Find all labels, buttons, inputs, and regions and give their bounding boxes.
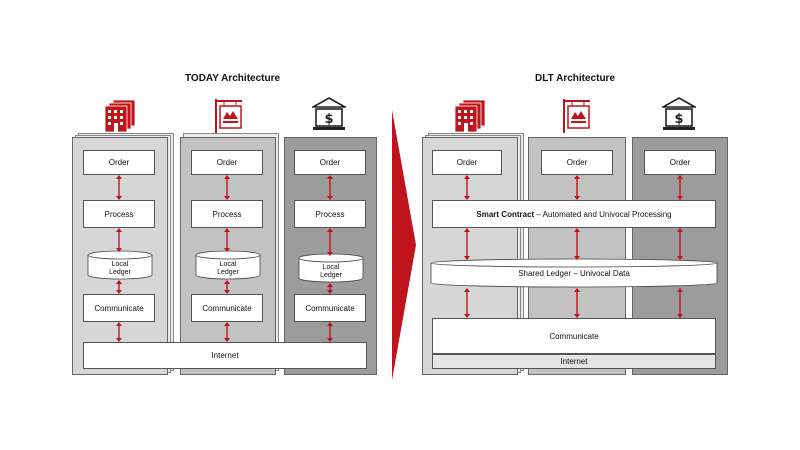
office-building-icon bbox=[104, 98, 137, 137]
double-arrow-icon bbox=[115, 322, 123, 342]
svg-text:$: $ bbox=[324, 112, 333, 127]
bank-dollar-icon: $ bbox=[309, 97, 349, 136]
today-communicate-box: Communicate bbox=[294, 294, 366, 322]
today-process-box: Process bbox=[83, 200, 155, 228]
double-arrow-icon bbox=[115, 228, 123, 252]
double-arrow-icon bbox=[326, 283, 334, 294]
double-arrow-icon bbox=[115, 175, 123, 200]
today-architecture-title: TODAY Architecture bbox=[185, 73, 281, 84]
dlt-shared-ledger: Shared Ledger – Univocal Data bbox=[430, 258, 718, 288]
transition-chevron-icon bbox=[392, 110, 416, 385]
today-order-box: Order bbox=[83, 150, 155, 175]
double-arrow-icon bbox=[463, 288, 471, 318]
double-arrow-icon bbox=[573, 228, 581, 260]
smart-contract-description: – Automated and Univocal Processing bbox=[534, 209, 672, 219]
double-arrow-icon bbox=[676, 228, 684, 260]
double-arrow-icon bbox=[115, 280, 123, 294]
double-arrow-icon bbox=[463, 175, 471, 200]
today-communicate-box: Communicate bbox=[191, 294, 263, 322]
double-arrow-icon bbox=[573, 288, 581, 318]
dlt-order-box: Order bbox=[541, 150, 613, 175]
double-arrow-icon bbox=[223, 280, 231, 294]
today-process-box: Process bbox=[191, 200, 263, 228]
double-arrow-icon bbox=[573, 175, 581, 200]
today-order-box: Order bbox=[191, 150, 263, 175]
today-local-ledger: Local Ledger bbox=[87, 250, 153, 280]
dlt-smart-contract-bar: Smart Contract – Automated and Univocal … bbox=[432, 200, 716, 228]
double-arrow-icon bbox=[223, 322, 231, 342]
dlt-order-box: Order bbox=[644, 150, 716, 175]
double-arrow-icon bbox=[223, 228, 231, 252]
today-local-ledger: Local Ledger bbox=[298, 253, 364, 283]
today-order-box: Order bbox=[294, 150, 366, 175]
double-arrow-icon bbox=[676, 288, 684, 318]
today-communicate-box: Communicate bbox=[83, 294, 155, 322]
today-internet-bar: Internet bbox=[83, 342, 367, 369]
office-building-icon bbox=[454, 98, 487, 137]
today-local-ledger: Local Ledger bbox=[195, 250, 261, 280]
dlt-order-box: Order bbox=[432, 150, 502, 175]
dlt-communicate-bar: Communicate bbox=[432, 318, 716, 354]
double-arrow-icon bbox=[326, 322, 334, 342]
dlt-internet-bar: Internet bbox=[432, 354, 716, 369]
double-arrow-icon bbox=[223, 175, 231, 200]
double-arrow-icon bbox=[676, 175, 684, 200]
double-arrow-icon bbox=[326, 228, 334, 256]
today-process-box: Process bbox=[294, 200, 366, 228]
smart-contract-label: Smart Contract bbox=[476, 209, 535, 219]
double-arrow-icon bbox=[326, 175, 334, 200]
svg-text:$: $ bbox=[674, 112, 683, 127]
bank-dollar-icon: $ bbox=[659, 97, 699, 136]
double-arrow-icon bbox=[463, 228, 471, 260]
shop-sign-icon bbox=[560, 97, 592, 138]
shop-sign-icon bbox=[212, 97, 244, 138]
dlt-architecture-title: DLT Architecture bbox=[535, 73, 616, 84]
